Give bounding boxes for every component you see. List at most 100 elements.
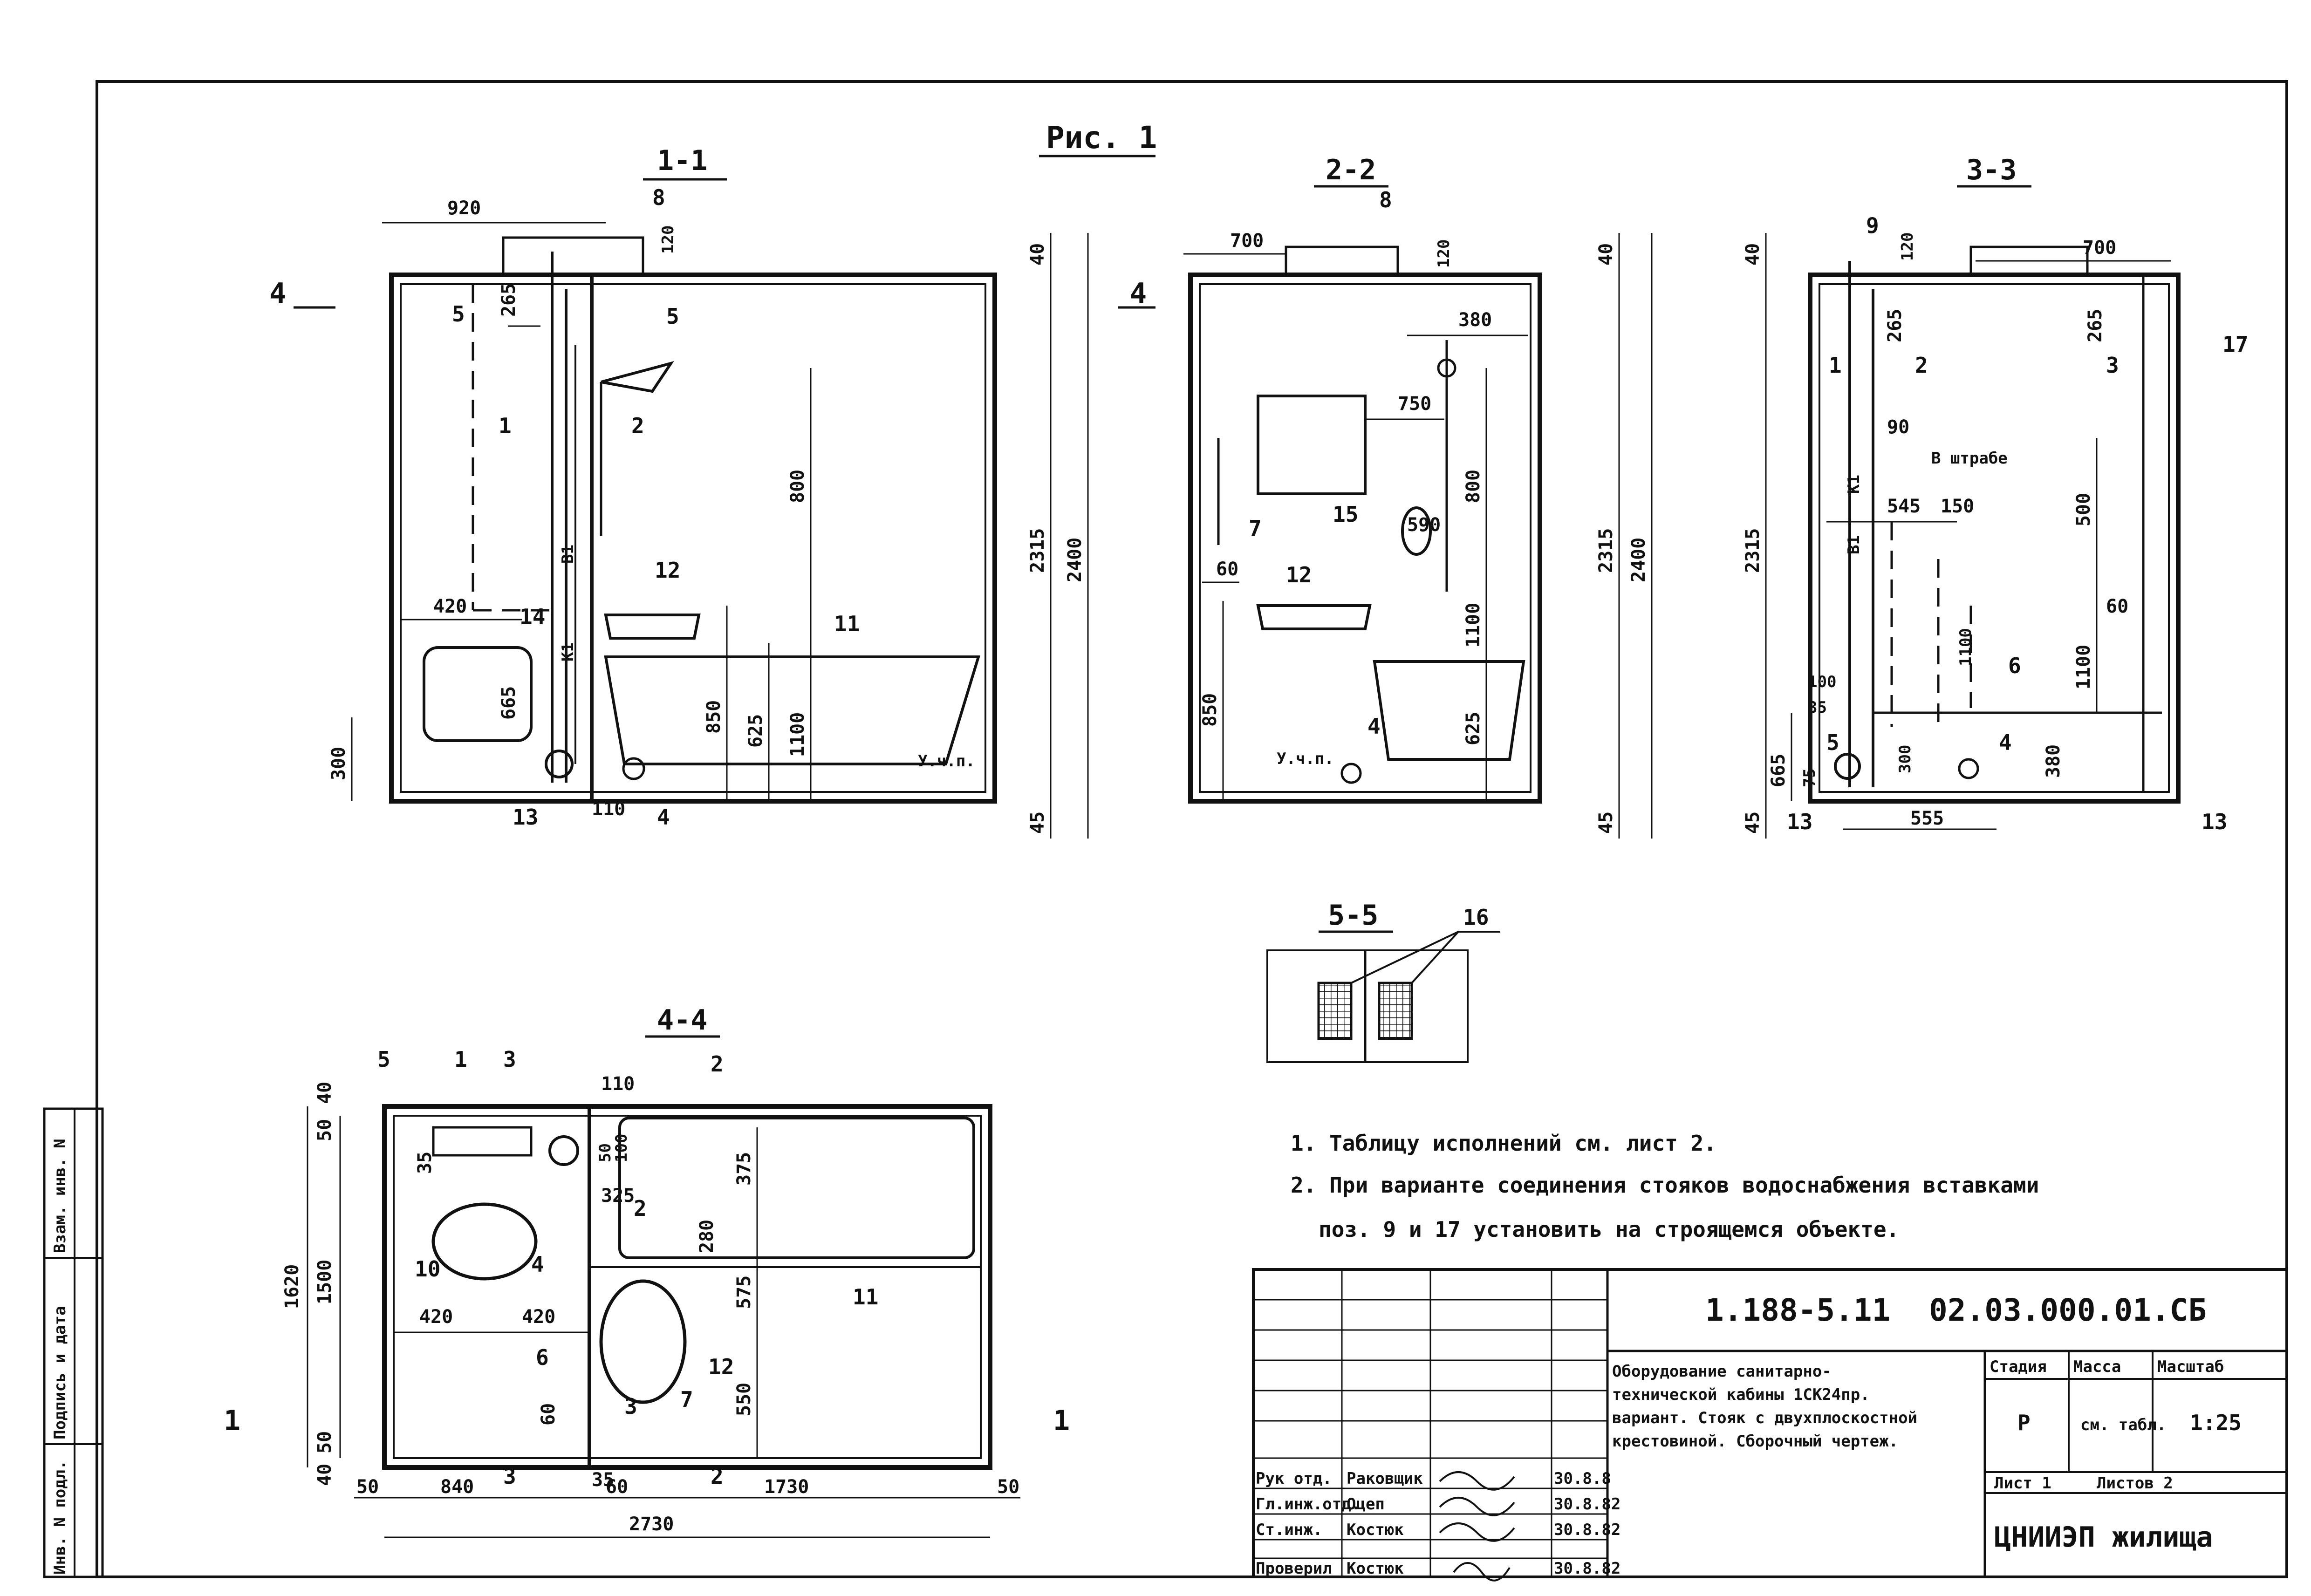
drawing-label: 2 bbox=[631, 413, 644, 438]
cabin-plan-outline bbox=[382, 1104, 992, 1470]
drawing-label: 90 bbox=[1887, 416, 1909, 438]
drawing-label: 75 bbox=[1800, 768, 1819, 787]
drawing-label: Оцеп bbox=[1347, 1495, 1385, 1514]
drawing-label: Рук отд. bbox=[1256, 1469, 1332, 1488]
drawing-label: У.ч.п. bbox=[1277, 750, 1334, 768]
drawing-label: 265 bbox=[1884, 309, 1906, 342]
cabin-outline-3-3 bbox=[1808, 273, 2181, 804]
drawing-label: 50 bbox=[356, 1476, 379, 1498]
drawing-label: 1500 bbox=[314, 1260, 335, 1304]
drawing-label: 60 bbox=[538, 1403, 559, 1425]
drawing-label: 300 bbox=[1896, 745, 1914, 773]
signature-3 bbox=[1439, 1522, 1515, 1542]
drawing-label: 40 bbox=[314, 1082, 335, 1104]
title-block: 1.188-5.11 02.03.000.01.СБ Оборудование … bbox=[1252, 1268, 2288, 1582]
section-1-1: 1-1 920 120 265 800 420 665 bbox=[269, 144, 1156, 839]
stamp-podpis-data: Подпись и дата bbox=[51, 1306, 69, 1439]
drawing-label: Гл.инж.отд. bbox=[1256, 1495, 1361, 1514]
drawing-label: Раковщик bbox=[1347, 1469, 1423, 1488]
drawing-label: 45 bbox=[1742, 812, 1764, 834]
drawing-label: У.ч.п. bbox=[918, 752, 975, 771]
bathtub-2-2 bbox=[1373, 660, 1525, 761]
drawing-label: 1620 bbox=[281, 1264, 303, 1309]
drawing-label: 9 bbox=[1866, 213, 1879, 238]
drawing-label: 850 bbox=[1199, 693, 1221, 727]
drawing-label: 4 bbox=[269, 277, 286, 310]
drawing-label: 120 bbox=[659, 225, 677, 254]
drawing-label: 110 bbox=[601, 1073, 635, 1095]
drawing-label: 13 bbox=[1787, 809, 1812, 834]
notes: 1. Таблицу исполнений см. лист 2. 2. При… bbox=[1291, 1131, 2039, 1242]
drawing-label: 13 bbox=[513, 805, 538, 830]
doc-code: 1.188-5.11 bbox=[1705, 1292, 1890, 1328]
desc-line-1: Оборудование санитарно- bbox=[1612, 1362, 1832, 1381]
drawing-label: 2400 bbox=[1628, 538, 1649, 582]
drawing-label: 50 bbox=[596, 1143, 615, 1162]
note-2: 2. При варианте соединения стояков водос… bbox=[1291, 1173, 2039, 1198]
drawing-label: 2 bbox=[1915, 353, 1928, 378]
sheet-frame bbox=[96, 80, 2288, 1578]
drawing-label: 920 bbox=[447, 198, 481, 219]
drawing-label: 6 bbox=[2008, 653, 2021, 678]
drawing-label: 665 bbox=[1768, 754, 1789, 787]
drawing-label: 40 bbox=[1742, 243, 1764, 266]
drawing-label: 35 bbox=[414, 1152, 436, 1174]
drawing-label: 35 bbox=[1808, 698, 1827, 717]
drawing-label: 5 bbox=[1826, 730, 1839, 755]
drawing-label: 40 bbox=[1595, 243, 1617, 266]
drawing-label: 30.8.8 bbox=[1554, 1469, 1611, 1488]
drawing-label: 40 bbox=[314, 1464, 335, 1486]
drawing-label: 30.8.82 bbox=[1554, 1559, 1620, 1578]
section-title-5-5: 5-5 bbox=[1328, 899, 1378, 932]
drawing-label: 10 bbox=[415, 1256, 440, 1282]
drawing-label: 2315 bbox=[1595, 528, 1617, 573]
bathtub-plan bbox=[618, 1117, 975, 1259]
drawing-label: 4 bbox=[531, 1252, 544, 1277]
drawing-label: 11 bbox=[853, 1284, 878, 1310]
section-5-5: 5-5 16 bbox=[1266, 899, 1500, 1063]
drawing-label: 6 bbox=[536, 1345, 549, 1370]
drawing-label: В штрабе bbox=[1931, 449, 2008, 468]
drawing-label: 1100 bbox=[1463, 603, 1484, 648]
drawing-label: 7 bbox=[1249, 516, 1262, 541]
scale-value: 1:25 bbox=[2190, 1410, 2242, 1435]
drawing-label: 45 bbox=[1595, 812, 1617, 834]
drawing-label: 3 bbox=[503, 1464, 516, 1489]
section-title-2-2: 2-2 bbox=[1326, 154, 1376, 186]
doc-number: 02.03.000.01.СБ bbox=[1929, 1292, 2207, 1328]
cabin-outline-2-2 bbox=[1188, 273, 1542, 804]
drawing-label: 3 bbox=[624, 1394, 637, 1419]
drawing-label: 625 bbox=[745, 714, 766, 748]
drawing-label: 545 bbox=[1887, 496, 1921, 517]
drawing-label: 120 bbox=[1898, 232, 1917, 261]
section-2-2: 2-2 700 120 380 750 800 590 1100 60 850 … bbox=[1183, 154, 1653, 839]
drawing-label: 50 bbox=[314, 1431, 335, 1453]
drawing-label: 1100 bbox=[2073, 645, 2094, 689]
drawing-label: 800 bbox=[787, 470, 808, 503]
drawing-label: 2315 bbox=[1742, 528, 1764, 573]
note-1: 1. Таблицу исполнений см. лист 2. bbox=[1291, 1131, 1716, 1156]
drawing-label: 12 bbox=[655, 558, 680, 583]
drawing-label: 120 bbox=[1435, 239, 1453, 268]
drawing-label: 375 bbox=[733, 1152, 755, 1186]
section-title-3-3: 3-3 bbox=[1966, 154, 2017, 186]
drawing-label: Проверил bbox=[1256, 1559, 1332, 1578]
section-3-3: 3-3 120 700 265 265 90 545 150 500 1100 … bbox=[1742, 154, 2248, 839]
drawing-label: 700 bbox=[2083, 237, 2116, 259]
drawing-label: 300 bbox=[328, 747, 349, 780]
drawing-label: 30.8.82 bbox=[1554, 1521, 1620, 1539]
drawing-label: 4 bbox=[657, 805, 670, 830]
figure-title: Рис. 1 bbox=[1046, 120, 1157, 156]
drawing-label: Костюк bbox=[1347, 1559, 1404, 1578]
side-stamp: Инв. N подл. Подпись и дата Взам. инв. N bbox=[43, 1107, 104, 1578]
drawing-label: 60 bbox=[1216, 559, 1238, 580]
drawing-label: В1 bbox=[559, 545, 577, 564]
drawing-label: 590 bbox=[1407, 514, 1441, 536]
drawing-label: К1 bbox=[559, 642, 577, 662]
drawing-label: 850 bbox=[703, 700, 725, 734]
drawing-label: 380 bbox=[2043, 744, 2064, 778]
organization: ЦНИИЭП жилища bbox=[1994, 1521, 2213, 1554]
drawing-label: 7 bbox=[680, 1387, 693, 1412]
desc-line-4: крестовиной. Сборочный чертеж. bbox=[1612, 1432, 1898, 1451]
